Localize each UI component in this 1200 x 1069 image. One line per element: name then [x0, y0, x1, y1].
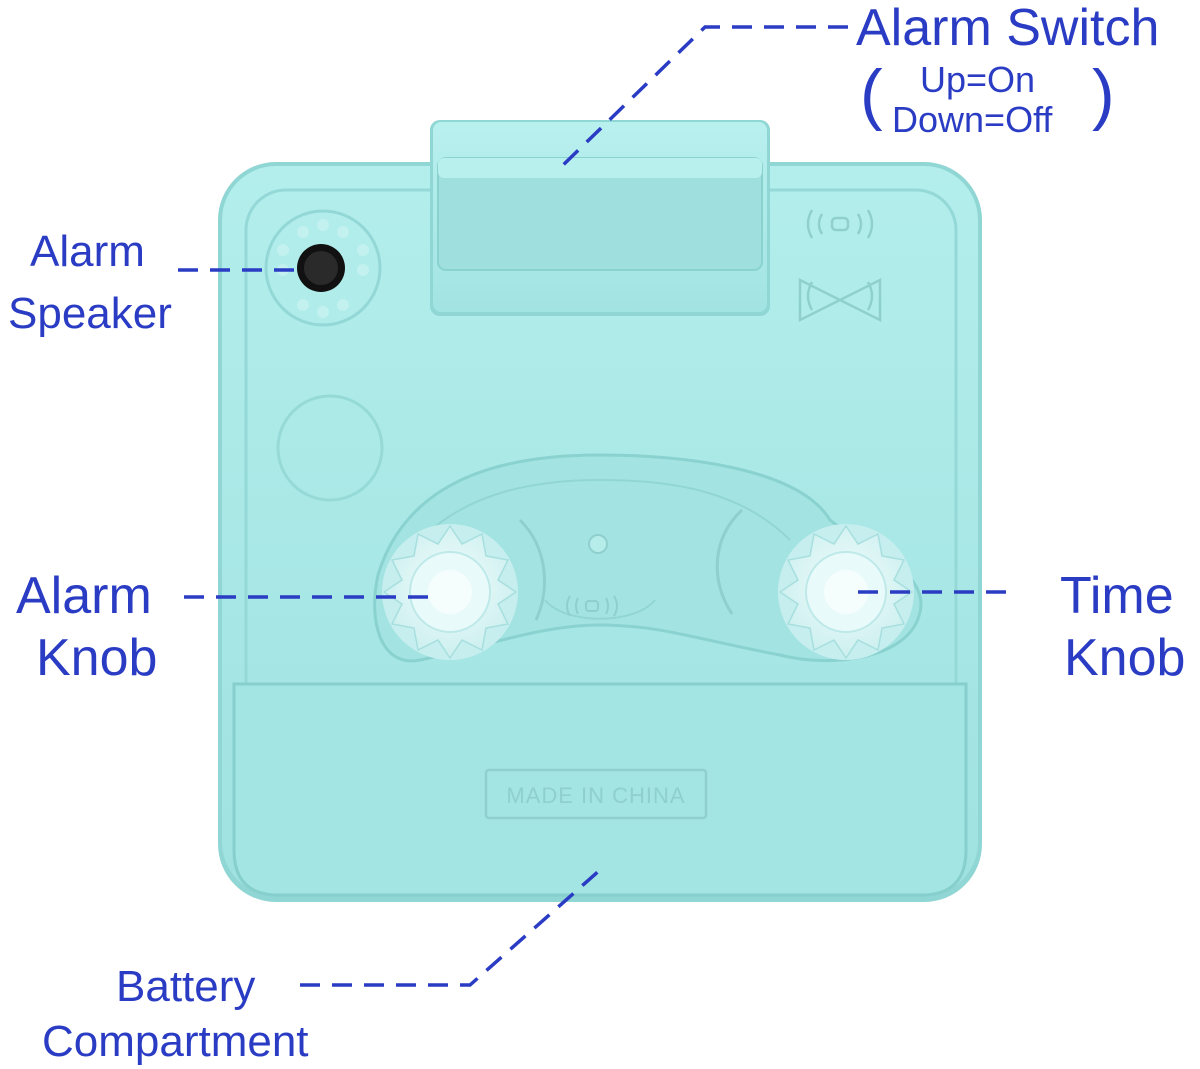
- alarm-speaker-label-line2: Speaker: [8, 289, 172, 338]
- battery-compartment-label-line1: Battery: [116, 962, 256, 1011]
- alarm-switch[interactable]: [430, 120, 770, 316]
- alarm-switch-down-off: Down=Off: [892, 99, 1053, 140]
- alarm-sound-icon: [566, 595, 618, 617]
- time-knob[interactable]: [778, 524, 914, 660]
- rear-round-mark: [276, 394, 384, 502]
- alarm-switch-paren-close: ): [1092, 56, 1115, 132]
- alarm-speaker: [264, 209, 382, 327]
- alarm-switch-label: Alarm Switch: [856, 0, 1160, 57]
- time-knob-label-line1: Time: [1060, 567, 1174, 625]
- made-in-china-text: MADE IN CHINA: [506, 783, 685, 808]
- alarm-knob-label-line2: Knob: [36, 629, 158, 687]
- battery-compartment-label-line2: Compartment: [42, 1017, 309, 1066]
- alarm-sound-icon: [806, 209, 874, 239]
- alarm-switch-paren-open: (: [860, 56, 883, 132]
- alarm-knob-label-line1: Alarm: [16, 567, 152, 625]
- leader-lines: [178, 25, 1006, 987]
- battery-compartment[interactable]: MADE IN CHINA: [232, 682, 968, 897]
- alarm-knob[interactable]: [382, 524, 518, 660]
- alarm-switch-up-on: Up=On: [920, 59, 1036, 100]
- alarm-speaker-label-line1: Alarm: [30, 227, 145, 276]
- alarm-bell-icon: [798, 277, 882, 323]
- time-knob-label-line2: Knob: [1064, 629, 1186, 687]
